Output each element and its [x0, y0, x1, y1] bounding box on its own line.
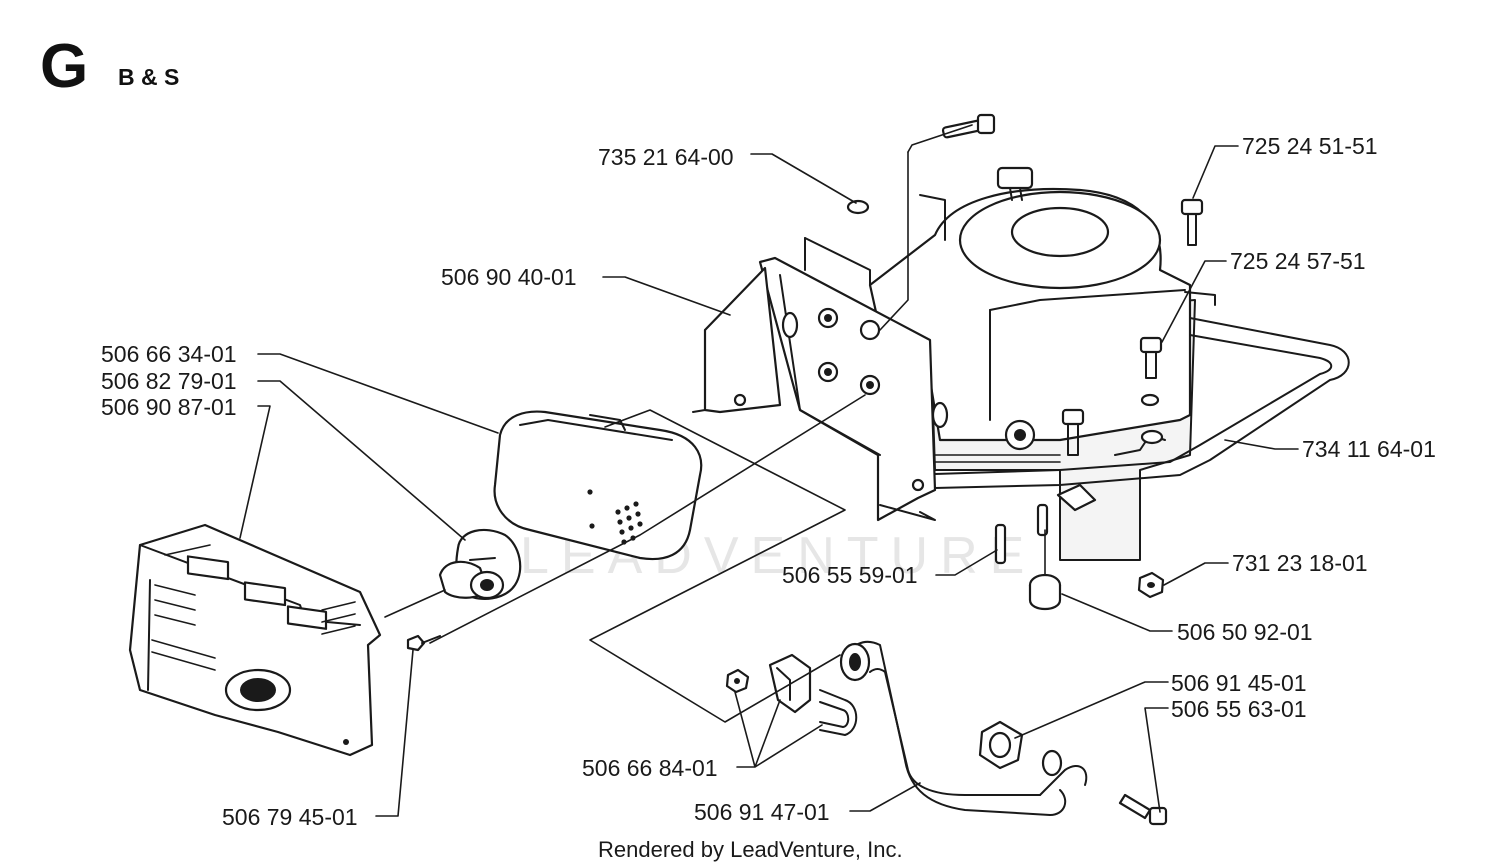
engine-label: B & S: [118, 64, 179, 90]
label-506-50-92-01: 506 50 92-01: [1177, 619, 1313, 645]
engine-bracket: [692, 194, 946, 522]
label-506-79-45-01: 506 79 45-01: [222, 804, 358, 830]
guard-vent-slots: [151, 544, 356, 671]
label-506-55-63-01: 506 55 63-01: [1171, 696, 1307, 722]
engine-fasteners: [846, 113, 1204, 611]
engine-assembly: [868, 166, 1216, 561]
guard-screw: [406, 634, 441, 652]
label-725-24-57-51: 725 24 57-51: [1230, 248, 1366, 274]
assembly-lines: [384, 124, 1046, 723]
exhaust-clamp: [725, 653, 858, 736]
label-506-91-47-01: 506 91 47-01: [694, 799, 830, 825]
muffler-guard: [128, 523, 382, 757]
label-506-66-84-01: 506 66 84-01: [582, 755, 718, 781]
label-506-90-40-01: 506 90 40-01: [441, 264, 577, 290]
label-735-21-64-00: 735 21 64-00: [598, 144, 734, 170]
section-letter: G: [40, 32, 88, 101]
label-734-11-64-01: 734 11 64-01: [1302, 436, 1436, 462]
part-labels: 735 21 64-00 725 24 51-51 725 24 57-51 5…: [101, 133, 1436, 830]
muffler: [493, 410, 703, 561]
exhaust-bolt: [1118, 793, 1168, 826]
exhaust-deflector: [438, 528, 522, 600]
label-506-82-79-01: 506 82 79-01: [101, 368, 237, 394]
exhaust-gasket: [978, 720, 1024, 770]
label-731-23-18-01: 731 23 18-01: [1232, 550, 1368, 576]
label-506-66-34-01: 506 66 34-01: [101, 341, 237, 367]
label-506-55-59-01: 506 55 59-01: [782, 562, 918, 588]
label-506-91-45-01: 506 91 45-01: [1171, 670, 1307, 696]
tube-frame: [934, 317, 1350, 512]
label-725-24-51-51: 725 24 51-51: [1242, 133, 1378, 159]
footer-credit: Rendered by LeadVenture, Inc.: [598, 837, 903, 862]
exhaust-pipe: [839, 640, 1088, 816]
label-506-90-87-01: 506 90 87-01: [101, 394, 237, 420]
leader-lines: [239, 145, 1299, 817]
muffler-vent-holes: [587, 489, 643, 545]
